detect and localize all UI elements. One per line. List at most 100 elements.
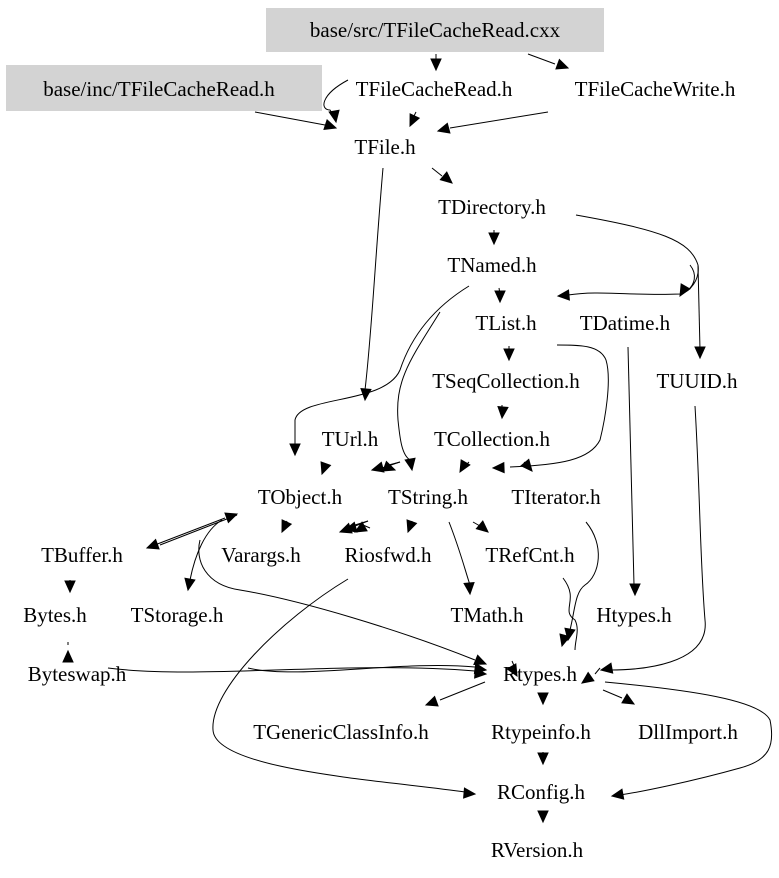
edge-Bytes-to-Rtypes [107,667,488,679]
graph-node-Bytes[interactable]: Bytes.h [23,603,87,627]
graph-node-RConfig[interactable]: RConfig.h [497,780,586,804]
node-label: base/src/TFileCacheRead.cxx [310,18,561,42]
graph-node-DllImport[interactable]: DllImport.h [638,720,738,744]
edge-TCollection-to-TIterator [520,458,533,472]
graph-node-TIterator[interactable]: TIterator.h [511,485,601,509]
edges-layer [62,53,773,824]
graph-node-TFileCacheRead[interactable]: TFileCacheRead.h [356,77,513,101]
arrowhead-icon [599,662,614,674]
node-label: Rtypeinfo.h [491,720,591,744]
graph-node-Riosfwd[interactable]: Riosfwd.h [345,543,432,567]
arrowhead-icon [281,519,293,534]
node-label: Htypes.h [596,603,672,627]
arrowhead-icon [610,788,625,800]
graph-node-TUrl[interactable]: TUrl.h [322,427,379,451]
node-label: TFileCacheRead.h [356,77,513,101]
graph-node-TFileCacheWrite[interactable]: TFileCacheWrite.h [575,77,736,101]
graph-node-inc_h[interactable]: base/inc/TFileCacheRead.h [6,65,322,111]
arrowhead-icon [491,461,505,474]
edge-Bytes-to-Byteswap [62,642,74,663]
graph-node-Rtypeinfo[interactable]: Rtypeinfo.h [491,720,591,744]
graph-node-TStorage[interactable]: TStorage.h [131,603,224,627]
arrowhead-icon [353,521,368,533]
graph-node-TDirectory[interactable]: TDirectory.h [438,195,546,219]
graph-node-TMath[interactable]: TMath.h [451,603,524,627]
graph-node-TObject[interactable]: TObject.h [258,485,343,509]
node-label: Byteswap.h [28,662,127,686]
edge-line [294,285,470,445]
graph-node-TSeqCollection[interactable]: TSeqCollection.h [432,369,580,393]
node-label: TStorage.h [131,603,224,627]
node-highlight-box [266,8,604,52]
arrowhead-icon [494,290,506,304]
edge-line [431,167,443,177]
graph-node-TRefCnt[interactable]: TRefCnt.h [485,543,575,567]
graph-node-Varargs[interactable]: Varargs.h [221,543,301,567]
node-label: Rtypes.h [503,662,578,686]
edge-TMath-to-Rtypes [506,660,518,678]
edge-TFile-to-TDirectory [431,167,453,184]
node-label: TString.h [388,485,468,509]
graph-node-TGenericClassInfo[interactable]: TGenericClassInfo.h [253,720,429,744]
graph-node-TBuffer[interactable]: TBuffer.h [41,543,123,567]
arrowhead-icon [459,459,471,474]
graph-node-TUUID[interactable]: TUUID.h [656,369,738,393]
graph-node-TDatime[interactable]: TDatime.h [580,311,671,335]
node-label: TFile.h [354,135,416,159]
arrowhead-icon [506,663,518,678]
node-label: Varargs.h [221,543,301,567]
edge-TObject-to-TStorage [184,519,223,592]
node-label: TDirectory.h [438,195,546,219]
edge-Rtypes-to-RConfig [604,681,773,800]
graph-node-RVersion[interactable]: RVersion.h [491,838,584,862]
arrowhead-icon [497,406,509,420]
graph-node-src_cxx[interactable]: base/src/TFileCacheRead.cxx [266,8,604,52]
edge-TString-to-TRefCnt [472,520,489,533]
arrowhead-icon [224,512,239,524]
arrowhead-icon [404,457,416,472]
edge-line [562,577,578,651]
node-label: TRefCnt.h [485,543,575,567]
edge-TFile-to-TUrl [360,167,384,402]
arrowhead-icon [64,580,76,594]
nodes-layer: base/src/TFileCacheRead.cxx base/inc/TFil… [6,8,738,862]
arrowhead-icon [289,443,301,457]
edge-TBuffer-to-Bytes [64,580,76,594]
arrowhead-icon [537,692,549,706]
arrowhead-icon [406,519,418,534]
arrowhead-icon [488,232,500,246]
arrowhead-icon [463,582,475,596]
node-label: TObject.h [258,485,343,509]
graph-node-Rtypes[interactable]: Rtypes.h [503,662,578,686]
edge-TSeqCollection-to-TCollection [497,405,509,420]
arrowhead-icon [537,752,549,766]
edge-line [397,311,441,461]
graph-node-TNamed[interactable]: TNamed.h [447,253,537,277]
graph-node-Htypes[interactable]: Htypes.h [596,603,672,627]
arrowhead-icon [629,583,641,597]
node-label: TDatime.h [580,311,671,335]
arrowhead-icon [320,461,332,476]
edge-TCollection-to-TString [459,459,471,474]
node-label: Bytes.h [23,603,87,627]
graph-node-TFile[interactable]: TFile.h [354,135,416,159]
arrowhead-icon [473,662,488,675]
graph-node-TCollection[interactable]: TCollection.h [434,427,551,451]
edge-line [687,264,695,291]
edge-src_cxx-to-TFileCacheWrite [527,53,570,70]
graph-node-TList[interactable]: TList.h [475,311,537,335]
edge-TStorage-to-Rtypes [247,662,488,675]
graph-node-Byteswap[interactable]: Byteswap.h [28,662,127,686]
edge-line [594,667,601,675]
edge-Rtypeinfo-to-RConfig [537,752,549,766]
edge-Rtypes-to-DllImport [602,689,636,705]
node-label: TUUID.h [656,369,738,393]
edge-TObject-to-Varargs [281,519,293,534]
node-label: DllImport.h [638,720,738,744]
arrowhead-icon [323,118,338,130]
graph-node-TString[interactable]: TString.h [388,485,468,509]
node-label: base/inc/TFileCacheRead.h [43,77,275,101]
node-label: RConfig.h [497,780,586,804]
arrowhead-icon [370,461,385,473]
arrowhead-icon [621,693,636,705]
